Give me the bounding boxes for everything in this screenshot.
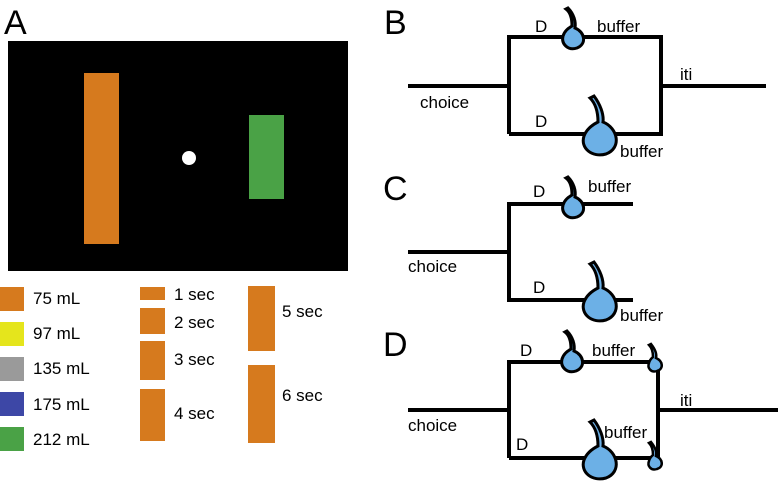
- panel-d-drops: [560, 329, 663, 481]
- buffer-label-bottom: buffer: [620, 306, 664, 325]
- delay-swatch-1: [140, 287, 165, 300]
- tiny-drop-icon: [646, 440, 663, 471]
- delay-swatch-6: [248, 365, 275, 443]
- volume-swatch-135: [0, 357, 24, 381]
- large-drop-icon: [581, 260, 618, 323]
- large-drop-icon: [581, 94, 618, 157]
- choice-label: choice: [420, 93, 469, 112]
- volume-swatch-175: [0, 392, 24, 416]
- panel-d-diagram: [408, 360, 778, 460]
- buffer-label-top: buffer: [597, 17, 641, 36]
- buffer-label-bottom: buffer: [604, 423, 648, 442]
- volume-swatch-212: [0, 427, 24, 451]
- delay-label: 1 sec: [174, 285, 215, 304]
- delay-label-top: D: [520, 341, 532, 360]
- tiny-drop-icon: [646, 342, 663, 373]
- volume-swatch-75: [0, 287, 24, 311]
- left-option-bar: [84, 73, 119, 244]
- buffer-label-top: buffer: [592, 341, 636, 360]
- buffer-label-top: buffer: [588, 177, 632, 196]
- volume-label: 75 mL: [33, 289, 81, 308]
- volume-label: 97 mL: [33, 324, 81, 343]
- fixation-dot: [182, 151, 196, 165]
- choice-label: choice: [408, 257, 457, 276]
- iti-label: iti: [680, 65, 692, 84]
- delay-label-bottom: D: [533, 278, 545, 297]
- volume-label: 212 mL: [33, 430, 90, 449]
- volume-label: 175 mL: [33, 395, 90, 414]
- delay-label: 2 sec: [174, 313, 215, 332]
- large-drop-icon: [581, 418, 618, 481]
- delay-label-bottom: D: [516, 435, 528, 454]
- delay-swatch-5: [248, 286, 275, 351]
- delay-label-top: D: [535, 17, 547, 36]
- volume-swatch-97: [0, 322, 24, 346]
- delay-swatch-3: [140, 341, 165, 380]
- delay-label: 3 sec: [174, 350, 215, 369]
- panel-c-label: C: [383, 170, 408, 208]
- panel-a-label: A: [4, 4, 27, 42]
- choice-label: choice: [408, 416, 457, 435]
- delay-label: 4 sec: [174, 404, 215, 423]
- volume-label: 135 mL: [33, 359, 90, 378]
- small-drop-icon: [560, 329, 584, 374]
- panel-b-drops: [561, 6, 618, 157]
- delay-label: 6 sec: [282, 386, 323, 405]
- delay-swatch-4: [140, 389, 165, 441]
- delay-swatch-2: [140, 308, 165, 334]
- delay-label: 5 sec: [282, 302, 323, 321]
- small-drop-icon: [561, 6, 585, 51]
- panel-b-diagram: [408, 35, 766, 136]
- panel-d-label: D: [383, 326, 408, 364]
- stimulus-screen: [8, 41, 348, 271]
- buffer-label-bottom: buffer: [620, 142, 664, 161]
- panel-b-label: B: [384, 4, 407, 42]
- small-drop-icon: [561, 175, 585, 220]
- delay-label-bottom: D: [535, 112, 547, 131]
- right-option-bar: [249, 115, 284, 199]
- panel-c-drops: [561, 175, 618, 323]
- iti-label: iti: [680, 391, 692, 410]
- delay-label-top: D: [533, 182, 545, 201]
